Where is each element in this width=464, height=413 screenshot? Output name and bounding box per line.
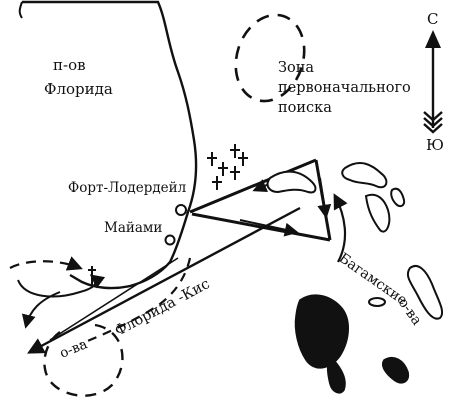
bahamas-island-bottom-right bbox=[382, 356, 410, 384]
bahamas-island-far-east bbox=[406, 265, 444, 320]
fort-lauderdale-marker bbox=[175, 204, 187, 216]
compass bbox=[423, 30, 443, 134]
crash-cross-west bbox=[88, 266, 96, 286]
western-dashed-route bbox=[9, 256, 83, 271]
bahamas-islet-oval bbox=[368, 297, 386, 307]
peninsula-label-line1: п-ов bbox=[53, 56, 86, 74]
arrow-down-east-leg bbox=[317, 177, 332, 219]
compass-feathers bbox=[423, 111, 443, 134]
florida-peninsula-outline bbox=[22, 0, 198, 290]
keys-prefix-label: о-ва bbox=[58, 336, 90, 361]
fort-lauderdale-label: Форт-Лодердейл bbox=[68, 180, 187, 196]
search-zone-label-line1: Зона bbox=[278, 60, 314, 76]
bahamas-island-east-2 bbox=[364, 193, 391, 233]
bahamas-island-south-tail bbox=[326, 354, 346, 394]
route-southwest-secondary bbox=[49, 257, 179, 341]
route-bahamas-to-lauderdale bbox=[191, 212, 331, 242]
search-zone-label-line2: первоначального bbox=[278, 80, 411, 96]
keys-search-circle bbox=[43, 323, 124, 397]
peninsula-label-line2: Флорида bbox=[44, 80, 113, 98]
bahamas-curved-arrow bbox=[333, 193, 348, 263]
florida-keys-dashed-arc bbox=[79, 257, 192, 346]
search-zone-label-line3: поиска bbox=[278, 100, 332, 116]
bahamas-island-east-3 bbox=[390, 187, 406, 208]
compass-north-label: С bbox=[427, 10, 438, 28]
crash-crosses-group bbox=[207, 144, 248, 190]
compass-north-arrowhead bbox=[425, 30, 441, 48]
bahamas-island-grand bbox=[266, 170, 317, 194]
compass-south-label: Ю bbox=[426, 136, 444, 154]
miami-marker bbox=[164, 234, 176, 246]
search-zone-oval bbox=[234, 13, 306, 103]
route-southwest-keys bbox=[27, 206, 301, 354]
bahamas-island-east-1 bbox=[341, 161, 388, 189]
western-return-arrow bbox=[21, 291, 61, 329]
bahamas-island-south-large bbox=[294, 294, 349, 369]
western-loop-route bbox=[17, 274, 106, 298]
florida-west-coast bbox=[18, 1, 23, 19]
miami-label: Майами bbox=[104, 220, 162, 236]
